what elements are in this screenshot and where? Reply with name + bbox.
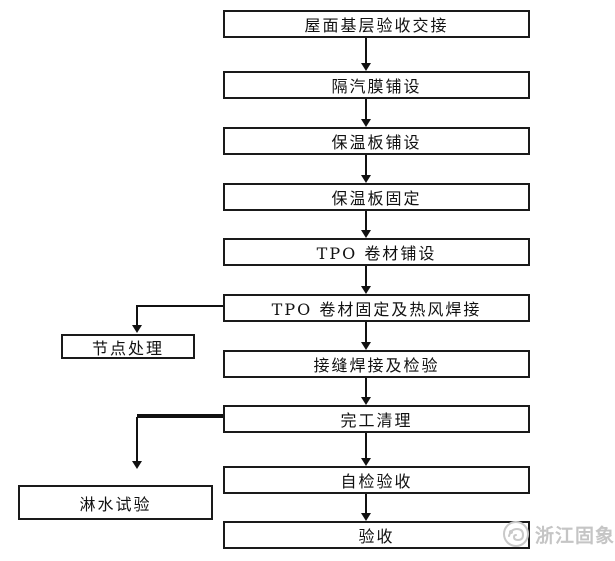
arrow-n2-n3 <box>365 99 367 119</box>
arrow-n9-n10 <box>365 494 367 513</box>
flow-node-tpo-membrane-laying: TPO 卷材铺设 <box>223 238 530 266</box>
arrow-n7-n8 <box>365 378 367 397</box>
flow-node-completion-cleanup: 完工清理 <box>223 405 530 433</box>
flow-node-self-inspection: 自检验收 <box>223 466 530 494</box>
flow-node-detail-treatment: 节点处理 <box>61 334 195 359</box>
arrow-n3-n4 <box>365 155 367 175</box>
flow-node-vapor-barrier-laying: 隔汽膜铺设 <box>223 71 530 99</box>
arrow-n4-n5 <box>365 211 367 230</box>
arrow-n8-s2 <box>136 417 138 461</box>
flow-node-insulation-laying: 保温板铺设 <box>223 127 530 155</box>
arrow-n6-s1 <box>136 305 138 325</box>
arrow-n5-n6 <box>365 266 367 286</box>
watermark-text: 浙江固象 <box>535 524 615 547</box>
arrow-n6-n7 <box>365 322 367 342</box>
arrow-n1-n2 <box>365 38 367 63</box>
flow-node-water-spray-test: 淋水试验 <box>18 485 213 520</box>
branch-line-n6-s1 <box>137 305 223 307</box>
flow-node-tpo-fixing-welding: TPO 卷材固定及热风焊接 <box>223 294 530 322</box>
flow-node-seam-weld-inspection: 接缝焊接及检验 <box>223 350 530 378</box>
flow-node-final-acceptance: 验收 <box>223 521 530 549</box>
arrow-n8-n9 <box>365 433 367 458</box>
branch-line-n8-s2 <box>137 414 223 418</box>
flow-node-insulation-fixing: 保温板固定 <box>223 183 530 211</box>
flow-node-roof-base-acceptance: 屋面基层验收交接 <box>223 10 530 38</box>
